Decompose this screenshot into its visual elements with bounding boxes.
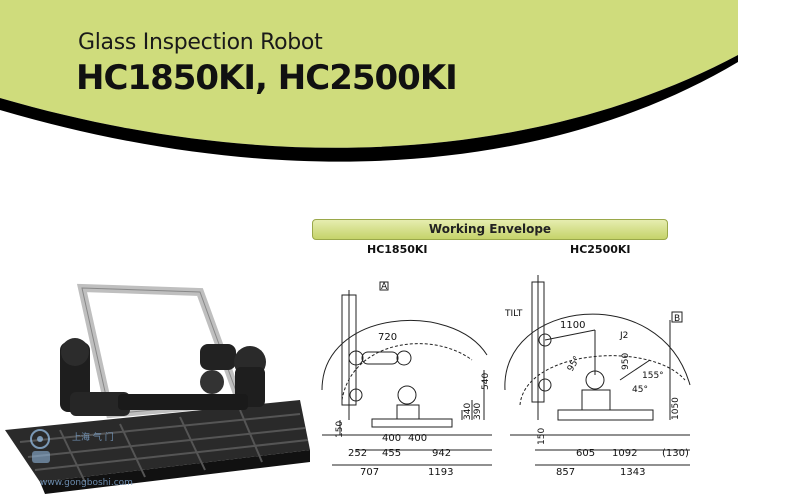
robot-photo bbox=[0, 282, 312, 499]
header-background bbox=[0, 0, 738, 148]
dim-angle-a: 95° bbox=[566, 355, 583, 374]
dim-reach-right: 1100 bbox=[560, 320, 585, 331]
dim-off-b: 455 bbox=[382, 448, 401, 459]
view-marker-a-label: A bbox=[381, 282, 388, 292]
dim-off-b-right: 1092 bbox=[612, 448, 637, 459]
dim-total-b-right: 1343 bbox=[620, 467, 645, 478]
model-label-left: HC1850KI bbox=[367, 243, 428, 256]
watermark-url: www.gongboshi.com bbox=[40, 478, 133, 488]
dim-arm-a: 950 bbox=[621, 353, 631, 370]
dim-total-a-right: 857 bbox=[556, 467, 575, 478]
envelope-arc-right bbox=[504, 313, 691, 391]
working-envelope-banner: Working Envelope bbox=[312, 219, 668, 240]
dim-angle-b: 155° bbox=[642, 371, 664, 381]
dim-base-a: 400 bbox=[382, 433, 401, 444]
joint-label: J2 bbox=[619, 331, 628, 341]
dim-off-a-right: 605 bbox=[576, 448, 595, 459]
envelope-arc bbox=[321, 319, 488, 391]
product-subtitle: Glass Inspection Robot bbox=[78, 30, 323, 55]
dim-angle-c: 45° bbox=[632, 385, 648, 395]
dim-base-h: 150 bbox=[335, 421, 345, 438]
dim-clearance: (130) bbox=[662, 448, 689, 459]
header-swoosh bbox=[0, 55, 738, 162]
model-label-right: HC2500KI bbox=[570, 243, 631, 256]
dim-height-a: 540 bbox=[481, 373, 491, 390]
dim-off-c: 942 bbox=[432, 448, 451, 459]
dim-reach: 720 bbox=[378, 332, 397, 343]
working-envelope-label: Working Envelope bbox=[428, 222, 552, 236]
product-title: HC1850KI, HC2500KI bbox=[76, 58, 458, 98]
dim-height-right: 1050 bbox=[671, 397, 681, 420]
dim-off-a: 252 bbox=[348, 448, 367, 459]
view-marker-a: A bbox=[379, 281, 389, 292]
dim-total-a: 707 bbox=[360, 467, 379, 478]
dim-height-c: 340 bbox=[463, 403, 473, 420]
view-marker-b: B bbox=[671, 311, 683, 324]
view-marker-b-label: B bbox=[674, 314, 680, 324]
dim-base-h-right: 150 bbox=[537, 428, 547, 445]
diagram-hc1850ki: A 720 540 390 340 150 400 400 252 455 94… bbox=[321, 281, 492, 478]
dim-total-b: 1193 bbox=[428, 467, 453, 478]
dim-base-b: 400 bbox=[408, 433, 427, 444]
header-banner bbox=[0, 0, 738, 162]
watermark-logo bbox=[30, 429, 50, 463]
dim-height-b: 390 bbox=[473, 403, 483, 420]
diagram-hc2500ki: B TILT J2 1100 95° 950 155° 45° 1050 150… bbox=[504, 275, 691, 478]
tilt-label: TILT bbox=[504, 309, 523, 319]
watermark-text: 上海 气 门 bbox=[72, 433, 114, 443]
